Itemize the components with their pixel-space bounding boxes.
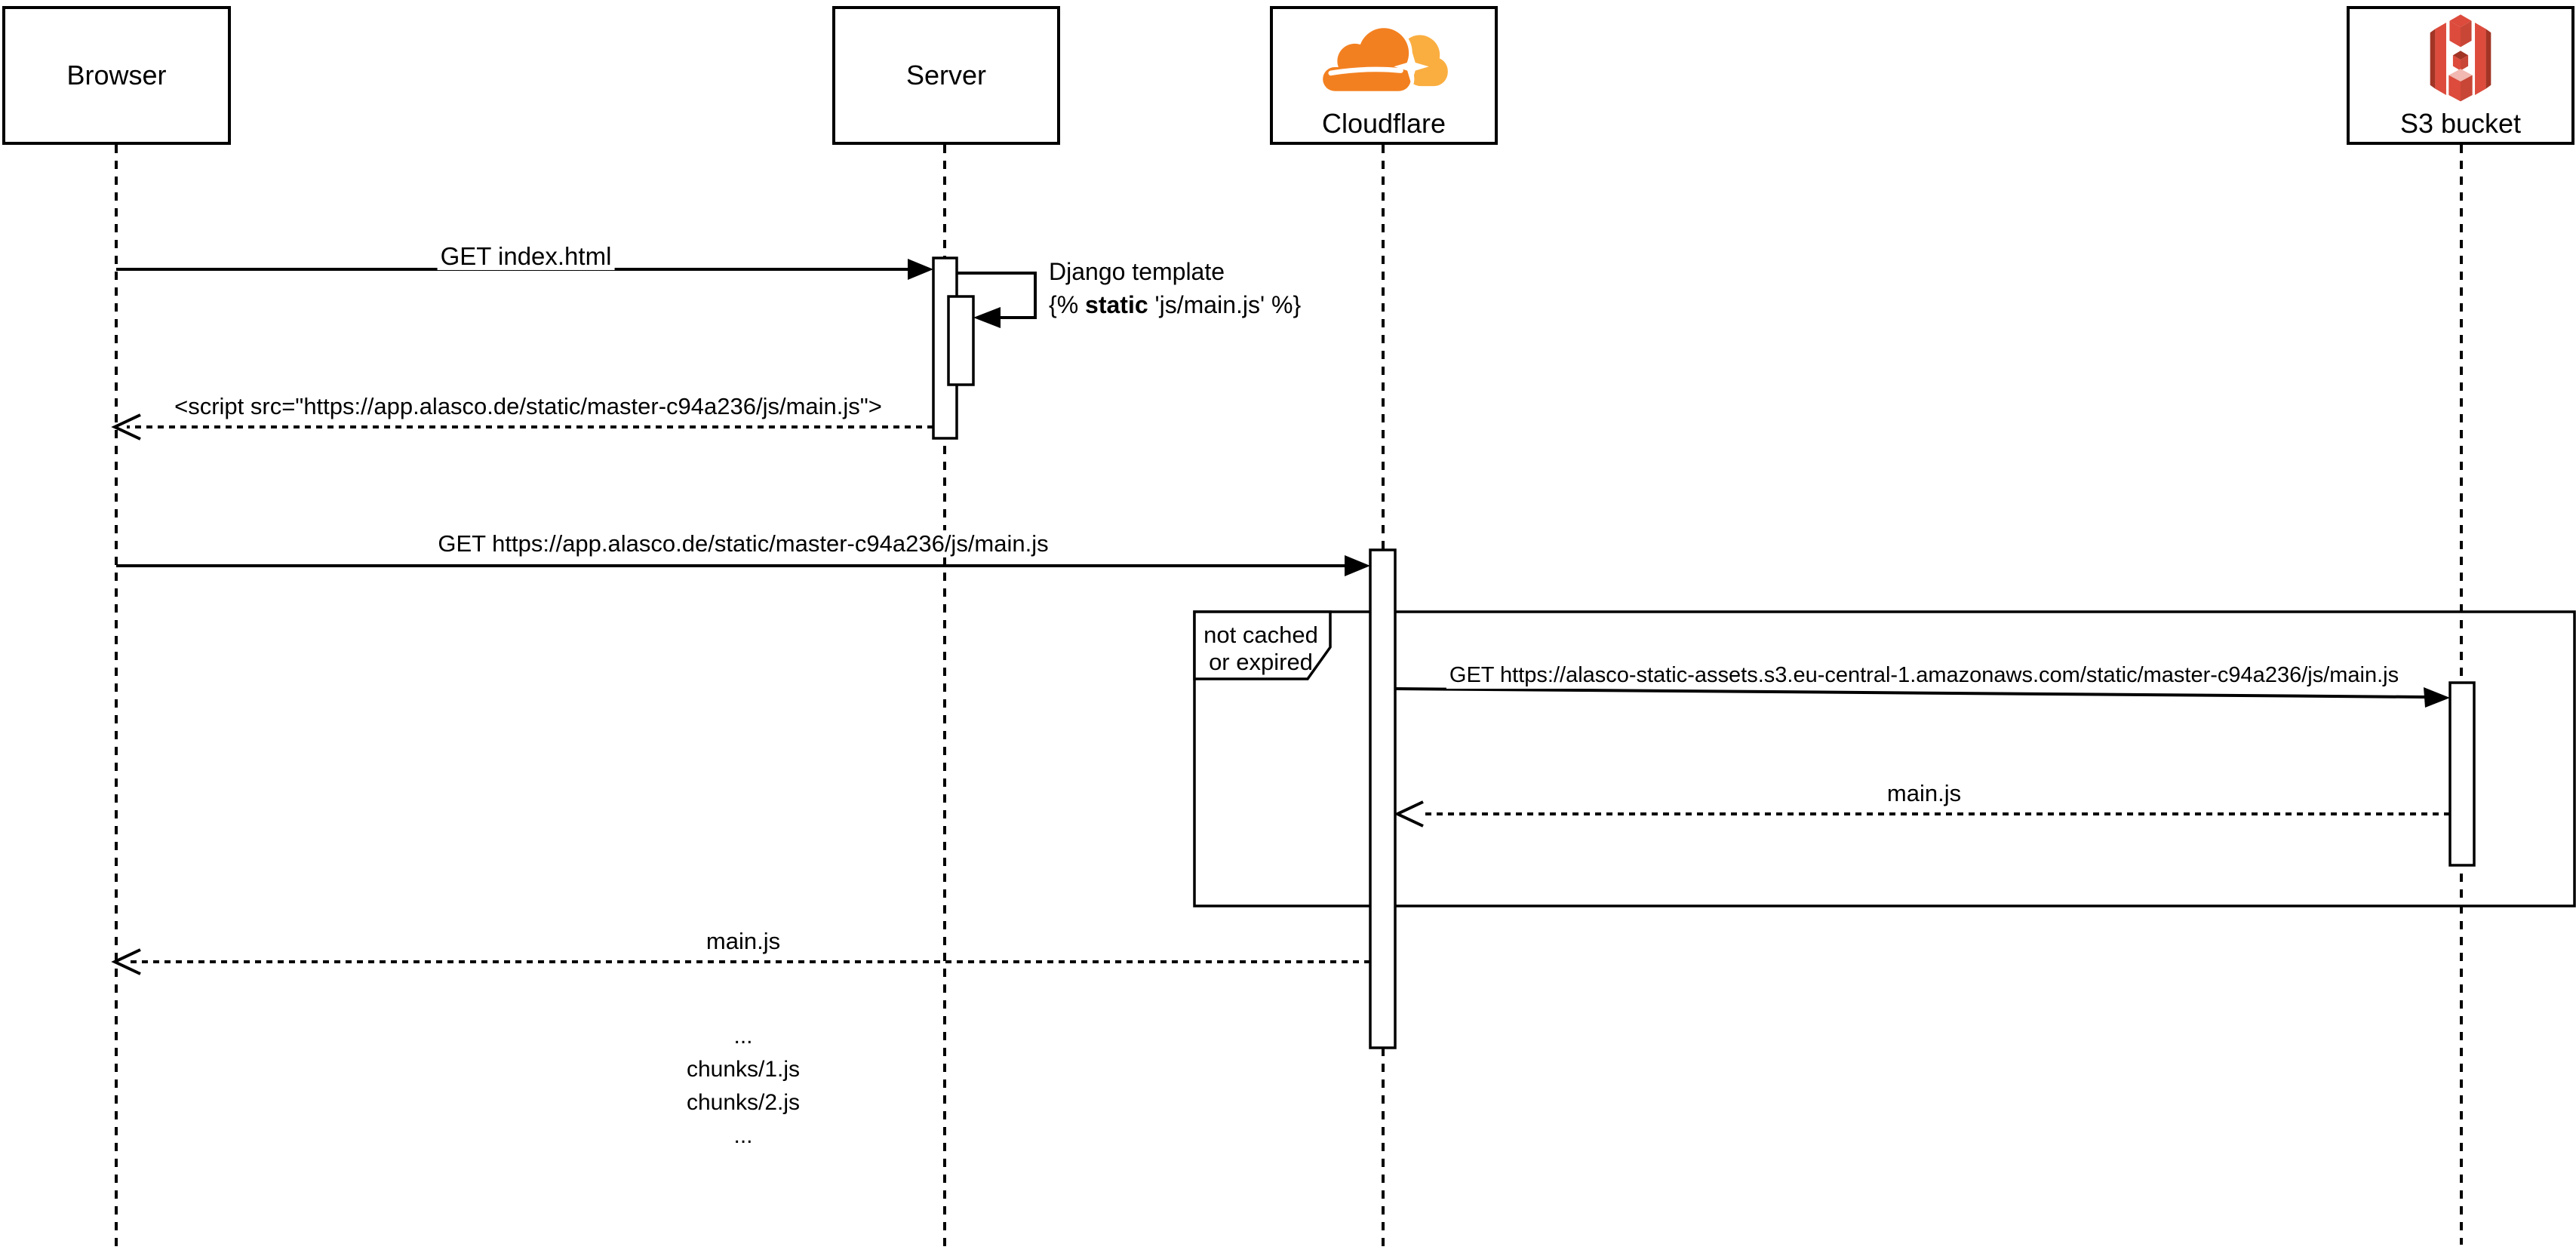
server-nested-activation-bar bbox=[947, 295, 975, 386]
s3-left-slab bbox=[2430, 23, 2446, 95]
followup-chunk2: chunks/2.js bbox=[686, 1090, 801, 1115]
django-template-label: Django template {% static 'js/main.js' %… bbox=[1046, 255, 1304, 321]
condition-guard-line2: or expired bbox=[1209, 649, 1313, 675]
followup-chunk1: chunks/1.js bbox=[686, 1057, 801, 1082]
s3-right-slab bbox=[2475, 23, 2491, 95]
s3-middle-cube bbox=[2452, 51, 2469, 71]
cloudflare-activation-bar bbox=[1369, 548, 1397, 1049]
actor-browser-label: Browser bbox=[66, 60, 167, 91]
cloudflare-swoosh bbox=[1328, 66, 1403, 76]
condition-guard-label: not cached or expired bbox=[1203, 622, 1318, 676]
get-s3-asset-arrow-line bbox=[1395, 687, 2426, 699]
actor-cloudflare-label: Cloudflare bbox=[1321, 108, 1446, 139]
followup-ellipsis-top: ... bbox=[733, 1024, 753, 1049]
get-s3-asset-arrowhead-icon bbox=[2424, 687, 2450, 708]
s3-response-label: main.js bbox=[1883, 780, 1965, 807]
script-response-arrowhead-icon bbox=[111, 413, 141, 441]
cloudflare-logo-icon bbox=[1319, 24, 1448, 95]
actor-s3-label: S3 bucket bbox=[2399, 108, 2522, 139]
django-template-label-line1: Django template bbox=[1049, 258, 1225, 285]
script-response-label: <script src="https://app.alasco.de/stati… bbox=[171, 393, 885, 420]
actor-browser: Browser bbox=[2, 6, 231, 145]
get-s3-asset-label: GET https://alasco-static-assets.s3.eu-c… bbox=[1446, 662, 2402, 689]
condition-guard-line1: not cached bbox=[1203, 622, 1318, 648]
actor-server-label: Server bbox=[905, 60, 987, 91]
django-self-call-line bbox=[957, 272, 1037, 319]
s3-bottom-cube bbox=[2448, 69, 2473, 102]
condition-frame bbox=[1193, 610, 2576, 907]
get-main-js-label: GET https://app.alasco.de/static/master-… bbox=[435, 530, 1052, 557]
s3-activation-bar bbox=[2448, 681, 2476, 867]
followup-ellipsis-bottom: ... bbox=[733, 1123, 753, 1148]
cloudflare-response-label: main.js bbox=[702, 928, 784, 955]
get-index-arrowhead-icon bbox=[908, 259, 933, 280]
condition-guard-pentagon bbox=[1193, 610, 1332, 680]
s3-response-arrowhead-icon bbox=[1394, 800, 1424, 828]
get-main-js-arrowhead-icon bbox=[1345, 555, 1370, 576]
s3-bucket-icon bbox=[2430, 14, 2491, 102]
django-template-label-line2: {% static 'js/main.js' %} bbox=[1049, 291, 1302, 318]
get-index-label: GET index.html bbox=[437, 243, 615, 270]
actor-cloudflare: Cloudflare bbox=[1270, 6, 1498, 145]
cloudflare-response-arrowhead-icon bbox=[111, 948, 141, 975]
server-activation-bar bbox=[932, 256, 958, 440]
actor-server: Server bbox=[832, 6, 1060, 145]
cloudflare-spark-icon bbox=[1394, 49, 1429, 84]
followup-chunks-block: ... chunks/1.js chunks/2.js ... bbox=[687, 1020, 800, 1153]
actor-s3: S3 bucket bbox=[2347, 6, 2574, 145]
s3-top-cube bbox=[2449, 14, 2472, 48]
django-self-call-arrowhead-icon bbox=[973, 307, 1001, 328]
